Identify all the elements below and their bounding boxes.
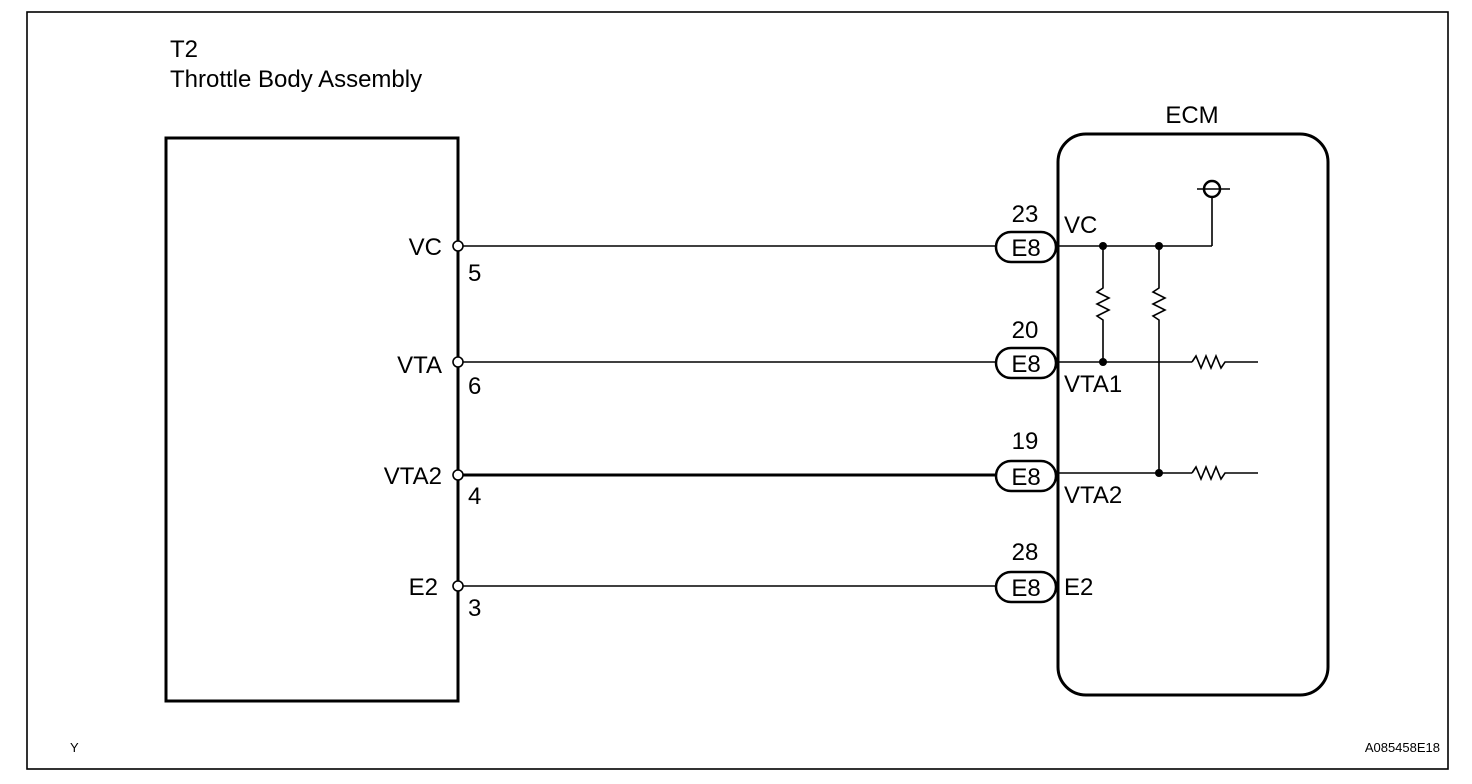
ecm-box [1056,132,1330,697]
connector-label: E8 [1011,235,1040,262]
connector-label: E8 [1011,575,1040,602]
connector-e2: E8 [994,570,1058,604]
throttle-body-box [164,136,460,703]
sensor-pin-vc: 5 [468,260,481,287]
ecm-label-e2: E2 [1064,574,1093,601]
component-name: Throttle Body Assembly [170,66,422,93]
terminal-e2 [452,580,464,592]
resistor-icon [1191,464,1258,482]
resistor-icon [1095,246,1111,362]
ecm-pin-vta2: 19 [1012,428,1039,455]
terminal-vta [452,356,464,368]
ecm-title: ECM [1165,102,1218,129]
ecm-label-vc: VC [1064,212,1097,239]
sensor-label-vta: VTA [397,352,442,379]
sensor-label-vc: VC [409,234,442,261]
resistor-icon [1151,246,1167,473]
component-id: T2 [170,36,198,63]
sensor-label-vta2: VTA2 [384,463,442,490]
ecm-internal-circuit [1058,179,1258,482]
ecm-pin-vta1: 20 [1012,317,1039,344]
ecm-label-vta1: VTA1 [1064,371,1122,398]
connector-label: E8 [1011,464,1040,491]
terminal-vc [452,240,464,252]
figure-id: A085458E18 [1365,740,1440,755]
ecm-pin-e2: 28 [1012,539,1039,566]
sensor-pin-e2: 3 [468,595,481,622]
ecm-label-vta2: VTA2 [1064,482,1122,509]
connector-vta1: E8 [994,346,1058,380]
ecm-pin-vc: 23 [1012,201,1039,228]
sensor-pin-vta: 6 [468,373,481,400]
diagram-frame [26,11,1449,770]
terminal-vta2 [452,469,464,481]
connector-label: E8 [1011,351,1040,378]
sensor-pin-vta2: 4 [468,483,481,510]
connector-vc: E8 [994,230,1058,264]
sensor-label-e2: E2 [409,574,438,601]
footer-left-code: Y [70,740,79,755]
connector-vta2: E8 [994,459,1058,493]
resistor-icon [1191,353,1258,371]
